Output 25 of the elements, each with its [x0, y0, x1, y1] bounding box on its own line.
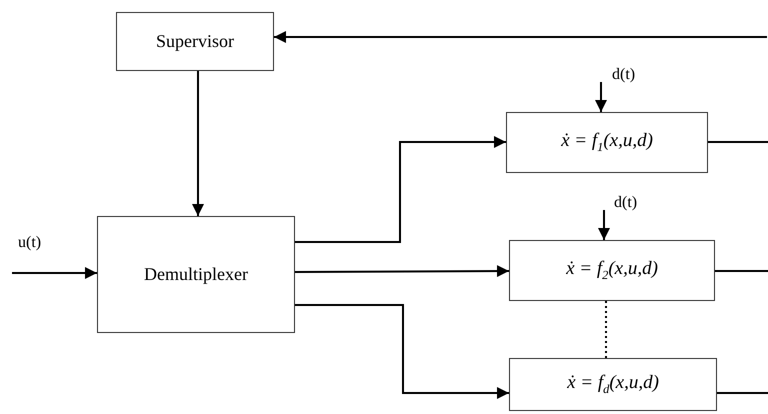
connector-line — [605, 301, 607, 358]
edge-label: d(t) — [612, 66, 636, 84]
equation-box — [506, 112, 708, 173]
connector-line — [717, 392, 768, 394]
equation: ẋ = f$_{2}$(x,u,d) — [566, 258, 658, 283]
process-box — [97, 216, 295, 333]
arrow — [274, 31, 767, 43]
edge-label: d(t) — [614, 194, 638, 212]
arrow — [295, 265, 509, 278]
process-box — [116, 12, 274, 71]
equation-box — [509, 358, 717, 411]
connector-line — [708, 141, 768, 143]
box-label: Demultiplexer — [144, 264, 248, 285]
equation: ẋ = f$_{1}$(x,u,d) — [561, 130, 653, 155]
arrow — [595, 82, 607, 112]
connector-line — [715, 270, 768, 272]
arrow — [598, 210, 610, 240]
arrow — [192, 71, 204, 216]
arrow — [295, 136, 506, 243]
equation-box — [509, 240, 715, 301]
arrow — [12, 267, 97, 279]
arrow — [295, 304, 509, 399]
equation: ẋ = f$_{d}$(x,u,d) — [567, 372, 659, 397]
box-label: Supervisor — [156, 31, 234, 52]
edge-label: u(t) — [18, 234, 42, 252]
